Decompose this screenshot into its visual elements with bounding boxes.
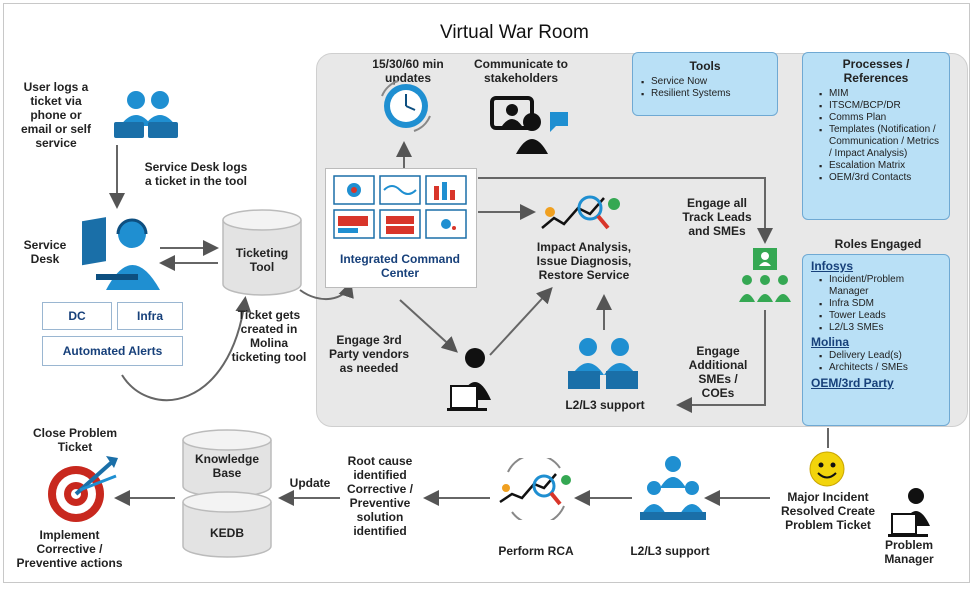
rca-icon	[499, 458, 571, 520]
service-desk-label: Service Desk	[23, 238, 67, 266]
knowledge-base-cylinders	[182, 429, 272, 558]
bottom-support-icon	[640, 456, 706, 520]
engage-additional-label: Engage Additional SMEs / COEs	[688, 344, 748, 400]
processes-heading: Processes / References	[842, 57, 910, 85]
kedb-label: KEDB	[209, 526, 244, 540]
infosys-role-item: Infra SDM	[819, 298, 941, 310]
major-incident-label: Major Incident Resolved Create Problem T…	[780, 490, 876, 532]
roles-heading: Roles Engaged	[834, 237, 922, 251]
diagram-title: Virtual War Room	[440, 22, 589, 43]
support-team-icon	[568, 338, 638, 389]
smiley-icon	[809, 451, 845, 487]
diagram-frame	[3, 3, 970, 583]
molina-role-item: Architects / SMEs	[819, 362, 941, 374]
analysis-chart-icon	[541, 195, 620, 230]
service-desk-logs-label: Service Desk logs a ticket in the tool	[144, 160, 248, 188]
processes-item: OEM/3rd Contacts	[819, 172, 941, 184]
update-label: Update	[289, 476, 331, 490]
molina-role-item: Delivery Lead(s)	[819, 350, 941, 362]
engage-3rd-party-label: Engage 3rd Party vendors as needed	[328, 333, 410, 375]
implement-actions-label: Implement Corrective / Preventive action…	[16, 528, 123, 570]
molina-heading: Molina	[811, 335, 849, 349]
tools-list: Service Now Resilient Systems	[641, 76, 769, 100]
engage-all-label: Engage all Track Leads and SMEs	[682, 196, 752, 238]
user-logs-label: User logs a ticket via phone or email or…	[20, 80, 92, 150]
processes-item: Escalation Matrix	[819, 160, 941, 172]
room-l2l3-support-label: L2/L3 support	[565, 398, 645, 412]
root-cause-label: Root cause identified Corrective / Preve…	[346, 454, 414, 538]
dashboard-icon	[333, 175, 467, 239]
dc-box: DC	[42, 302, 112, 330]
ticketing-tool-cylinder	[222, 209, 302, 296]
vendor-person-icon	[447, 348, 491, 411]
video-conference-icon	[490, 96, 568, 154]
molina-roles-list: Delivery Lead(s) Architects / SMEs	[819, 350, 941, 374]
infosys-role-item: L2/L3 SMEs	[819, 322, 941, 334]
command-center-label: Integrated Command Center	[339, 252, 460, 280]
tools-item: Service Now	[641, 76, 769, 88]
ticketing-tool-label: Ticketing Tool	[235, 246, 289, 274]
processes-item: Comms Plan	[819, 112, 941, 124]
bottom-l2l3-support-label: L2/L3 support	[630, 544, 710, 558]
target-icon	[48, 456, 118, 522]
service-desk-agent-icon	[82, 217, 160, 290]
tools-item: Resilient Systems	[641, 88, 769, 100]
tools-panel: Tools Service Now Resilient Systems	[632, 52, 778, 116]
knowledge-base-label: Knowledge Base	[194, 452, 259, 480]
users-icon	[114, 91, 178, 138]
communicate-label: Communicate to stakeholders	[473, 57, 568, 85]
infosys-role-item: Tower Leads	[819, 310, 941, 322]
infosys-roles-list: Incident/Problem Manager Infra SDM Tower…	[819, 274, 941, 334]
infosys-role-item: Incident/Problem Manager	[819, 274, 941, 298]
oem-heading: OEM/3rd Party	[811, 376, 894, 390]
processes-item: ITSCM/BCP/DR	[819, 100, 941, 112]
close-problem-label: Close Problem Ticket	[32, 426, 118, 454]
ticket-created-label: Ticket gets created in Molina ticketing …	[231, 308, 307, 364]
processes-panel: Processes / References MIM ITSCM/BCP/DR …	[802, 52, 950, 220]
tools-heading: Tools	[689, 59, 721, 73]
impact-analysis-label: Impact Analysis, Issue Diagnosis, Restor…	[536, 240, 632, 282]
automated-alerts-box: Automated Alerts	[42, 336, 183, 366]
problem-manager-label: Problem Manager	[884, 538, 934, 566]
team-icon	[739, 248, 791, 302]
processes-list: MIM ITSCM/BCP/DR Comms Plan Templates (N…	[819, 88, 941, 184]
problem-manager-icon	[888, 488, 930, 537]
processes-item: MIM	[819, 88, 941, 100]
infosys-heading: Infosys	[811, 259, 854, 273]
infra-box: Infra	[117, 302, 183, 330]
processes-item: Templates (Notification / Communication …	[819, 124, 941, 160]
clock-icon	[381, 80, 431, 132]
perform-rca-label: Perform RCA	[498, 544, 574, 558]
roles-panel: Infosys Incident/Problem Manager Infra S…	[802, 254, 950, 426]
